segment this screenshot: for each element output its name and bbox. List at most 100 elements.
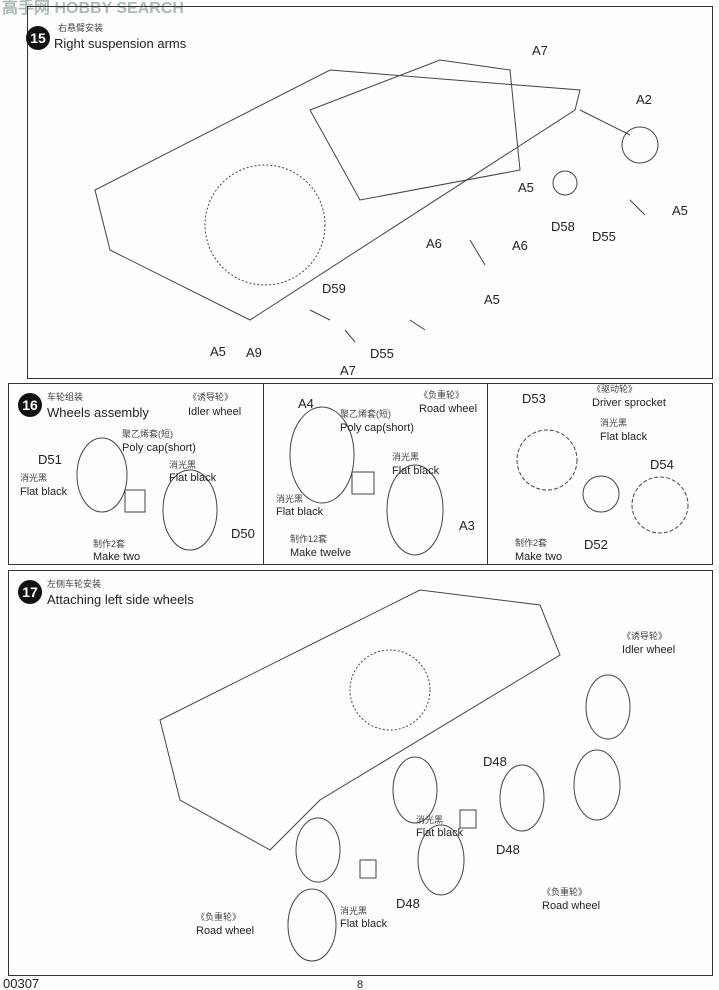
- wheel-drawing: [287, 888, 337, 962]
- paint-label: Flat black: [340, 918, 388, 930]
- polycap-label: Poly cap(short): [340, 422, 414, 434]
- label-zh: 聚乙烯套(短): [340, 409, 391, 419]
- label-zh: 制作12套: [290, 534, 328, 544]
- part-label: A5: [484, 292, 500, 307]
- step-title: Right suspension arms: [54, 36, 187, 51]
- idler-wheel-label: Idler wheel: [188, 406, 242, 418]
- part-label: A7: [340, 363, 356, 378]
- label-zh: 《驱动轮》: [592, 384, 638, 394]
- step-number: 15: [26, 26, 50, 50]
- wheel-drawing: [417, 824, 465, 896]
- part-label: A7: [532, 43, 548, 58]
- step-number: 17: [18, 580, 42, 604]
- engine-drawing: [309, 59, 521, 201]
- label-zh: 《诱导轮》: [622, 631, 668, 641]
- label-zh: 消光黑: [600, 418, 628, 428]
- polycap-drawing: [124, 489, 146, 513]
- part-label: A3: [459, 518, 475, 533]
- paint-label: Flat black: [20, 486, 68, 498]
- kit-code: 00307: [3, 976, 40, 990]
- road-wheel-label: Road wheel: [196, 925, 255, 937]
- driver-sprocket-label: Driver sprocket: [592, 397, 666, 409]
- step-title-zh: 左侧车轮安装: [47, 579, 102, 589]
- step-15-panel: [27, 6, 713, 379]
- polycap-drawing: [351, 471, 375, 495]
- engine-deck-grille: [204, 164, 326, 286]
- wheel-drawing: [386, 464, 444, 556]
- part-label: A4: [298, 396, 314, 411]
- suspension-arm-drawing: [309, 199, 646, 343]
- wheel-drawing: [162, 469, 218, 551]
- part-label: D54: [650, 457, 674, 472]
- step-title: Attaching left side wheels: [47, 592, 194, 607]
- idler-wheel-label: Idler wheel: [622, 644, 676, 656]
- wheel-drawing: [76, 437, 128, 513]
- road-wheel-label: Road wheel: [542, 900, 601, 912]
- paint-label: Flat black: [600, 431, 648, 443]
- polycap-drawing: [459, 809, 477, 829]
- part-label: D55: [370, 346, 394, 361]
- step-16-panel: [8, 383, 713, 565]
- label-zh: 消光黑: [340, 906, 368, 916]
- paint-label: Flat black: [416, 827, 464, 839]
- wheel-drawing: [392, 756, 438, 824]
- part-label: A2: [636, 92, 652, 107]
- label-zh: 消光黑: [416, 815, 444, 825]
- part-label: D53: [522, 391, 546, 406]
- wheel-drawing: [499, 764, 545, 832]
- label-zh: 制作2套: [515, 538, 548, 548]
- part-label: D58: [551, 219, 575, 234]
- engine-deck-grille: [349, 649, 431, 731]
- wheel-drawing: [573, 749, 621, 821]
- part-label: A5: [518, 180, 534, 195]
- part-drawing: [552, 170, 578, 196]
- label-zh: 《负重轮》: [542, 887, 588, 897]
- part-label: A6: [512, 238, 528, 253]
- label-zh: 《负重轮》: [419, 390, 465, 400]
- divider: [263, 383, 488, 565]
- paint-label: Flat black: [169, 472, 217, 484]
- road-wheel-label: Road wheel: [419, 403, 478, 415]
- sprocket-drawing: [631, 476, 689, 534]
- label-zh: 《负重轮》: [196, 912, 242, 922]
- part-label: D48: [496, 842, 520, 857]
- part-label: D55: [592, 229, 616, 244]
- step-number: 16: [18, 393, 42, 417]
- part-label: D51: [38, 452, 62, 467]
- label-zh: 消光黑: [169, 460, 197, 470]
- step-title-zh: 右悬臂安装: [58, 23, 104, 33]
- wheel-drawing: [295, 817, 341, 883]
- part-label: D50: [231, 526, 255, 541]
- watermark-logo: 高手网 HOBBY SEARCH: [2, 0, 184, 17]
- wheel-drawing: [289, 406, 355, 504]
- part-label: A5: [210, 344, 226, 359]
- quantity-label: Make twelve: [290, 547, 352, 559]
- label-zh: 消光黑: [20, 473, 48, 483]
- label-zh: 消光黑: [392, 452, 420, 462]
- sprocket-drawing: [516, 429, 578, 491]
- paint-label: Flat black: [392, 465, 440, 477]
- part-label: A5: [672, 203, 688, 218]
- part-label: A9: [246, 345, 262, 360]
- label-zh: 《诱导轮》: [188, 392, 234, 402]
- hull-drawing: [94, 69, 581, 321]
- part-label: A6: [426, 236, 442, 251]
- label-zh: 聚乙烯套(短): [122, 429, 173, 439]
- part-label: D48: [483, 754, 507, 769]
- part-drawing: [621, 126, 659, 164]
- paint-label: Flat black: [276, 506, 324, 518]
- label-zh: 制作2套: [93, 539, 126, 549]
- label-zh: 消光黑: [276, 494, 304, 504]
- step-17-panel: [8, 570, 713, 976]
- page-number: 8: [357, 979, 364, 990]
- leader-line: [579, 109, 631, 136]
- step-title: Wheels assembly: [47, 405, 149, 420]
- step-title-zh: 车轮组装: [47, 392, 84, 402]
- part-label: D52: [584, 537, 608, 552]
- polycap-drawing: [359, 859, 377, 879]
- part-label: D59: [322, 281, 346, 296]
- quantity-label: Make two: [515, 551, 563, 563]
- wheel-drawing: [585, 674, 631, 740]
